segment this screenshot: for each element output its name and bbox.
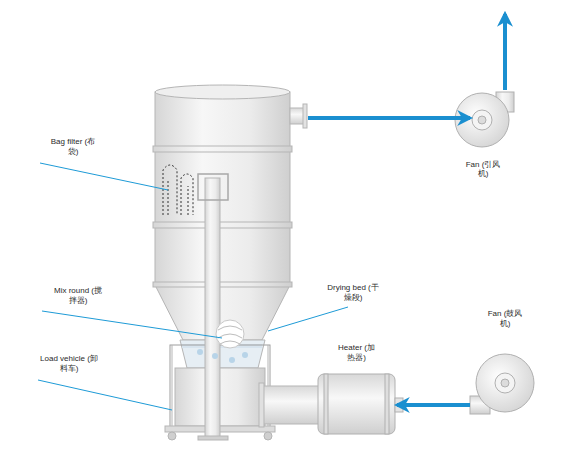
air-flow-connector (397, 403, 470, 407)
part-label: Bag filter (布袋) (48, 137, 98, 156)
leader-line (38, 163, 348, 410)
dryer-tower (153, 85, 320, 440)
fan-unit: Fan (鼓风机) (470, 308, 540, 422)
mixer (197, 320, 248, 363)
part-label: Load vehicle (卸料车) (40, 354, 98, 373)
heater (318, 374, 403, 434)
equipment-label: Fan (鼓风机) (484, 309, 526, 328)
blower-fan (470, 354, 534, 414)
equipment-label: Fan (引风机) (462, 160, 504, 179)
part-label: Mix round (搅拌器) (52, 286, 104, 305)
part-label: Drying bed (干燥段) (326, 283, 380, 302)
fan-unit: Fan (引风机) (452, 92, 514, 180)
air-flow-arrow (308, 14, 505, 118)
heater-unit: Heater (加热器) (316, 342, 397, 436)
equipment-label: Heater (加热器) (335, 343, 379, 362)
